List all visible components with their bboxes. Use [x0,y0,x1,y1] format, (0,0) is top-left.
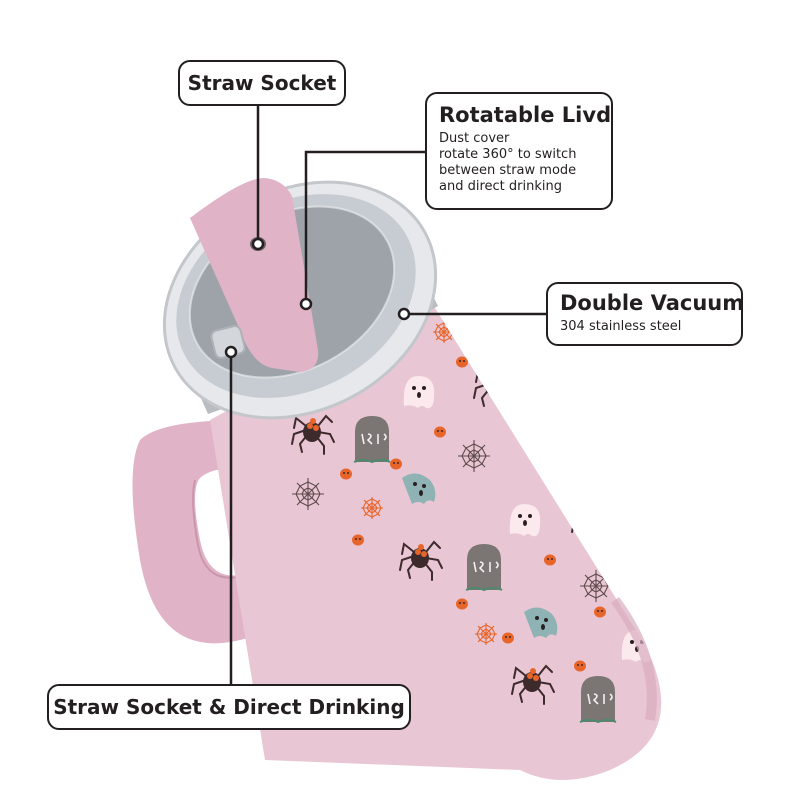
callout-rotatable-lid: Rotatable Livd Dust cover rotate 360° to… [425,92,613,210]
callout-description: Dust cover rotate 360° to switch between… [439,131,599,195]
callout-title: Straw Socket & Direct Drinking [53,695,405,719]
pumpkin-icon [594,606,606,618]
description-line: 304 stainless steel [560,319,682,335]
pumpkin-icon [502,632,514,644]
spider-icon [571,503,615,543]
spiderweb-icon [544,450,568,474]
pumpkin-icon [574,660,586,672]
tombstone-icon [353,415,391,463]
pumpkin-icon [352,534,364,546]
description-line: and direct drinking [439,179,562,195]
callout-straw-socket: Straw Socket [178,60,346,106]
leader-lines [229,106,546,684]
callout-title: Straw Socket [187,71,337,95]
pumpkin-icon [544,554,556,566]
dust-cover [190,178,319,372]
pumpkin-icon [434,426,446,438]
leader-dots [224,237,411,359]
pumpkin-icon [340,468,352,480]
pumpkin-icon [390,458,402,470]
pumpkin-icon [456,356,468,368]
description-line: rotate 360° to switch [439,147,577,163]
spiderweb-icon [360,496,384,520]
pumpkin-icon [522,410,534,422]
callout-title: Rotatable Livd [439,103,612,127]
ghost-icon [509,504,541,537]
callout-double-vacuum: Double Vacuum 304 stainless steel [546,282,745,346]
callout-direct-drinking: Straw Socket & Direct Drinking [47,684,411,730]
callout-title: Double Vacuum [560,291,745,315]
pumpkin-icon [456,598,468,610]
spiderweb-icon [432,320,456,344]
description-line: between straw mode [439,163,577,179]
tumbler-body [210,300,662,780]
ghost-icon [403,376,435,409]
tombstone-icon [579,675,617,723]
tombstone-icon [465,543,503,591]
description-line: Dust cover [439,131,510,147]
spiderweb-icon [474,622,498,646]
callout-description: 304 stainless steel [560,319,729,335]
